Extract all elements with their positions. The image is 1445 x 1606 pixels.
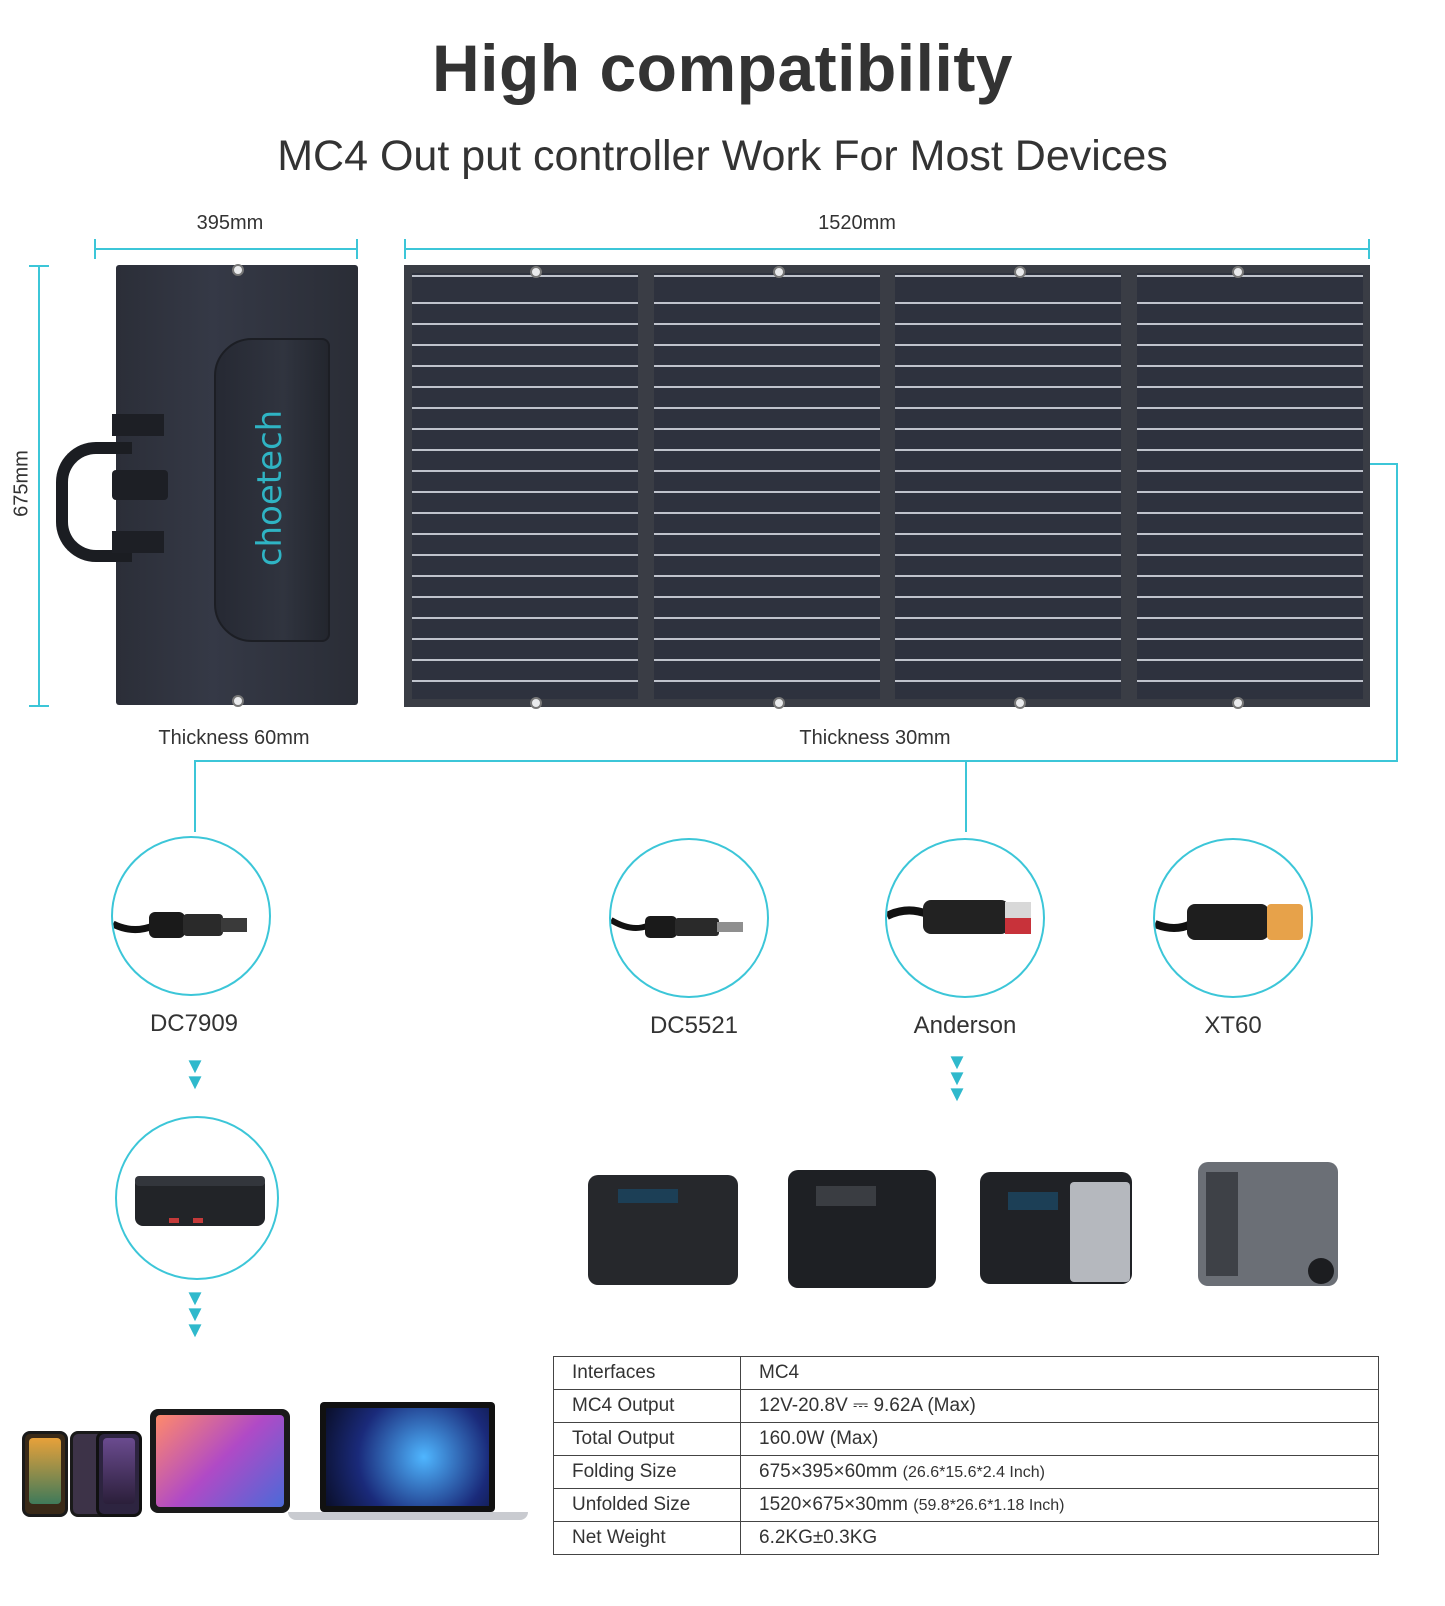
unfolded-width-label: 1520mm [818,212,896,234]
power-station-image [980,1172,1132,1284]
brand-logo: choetech [250,409,291,567]
dim-tick [356,239,358,259]
connector-line [194,760,196,832]
power-bank-image [115,1116,279,1280]
folded-thickness-label: Thickness 60mm [158,727,310,749]
laptop-image [320,1402,495,1512]
dim-tick [1368,239,1370,259]
folded-width-label: 395mm [196,212,264,234]
page-subtitle: MC4 Out put controller Work For Most Dev… [277,132,1168,180]
spec-value: MC4 [740,1356,1379,1390]
spec-value: 12V-20.8V ⎓ 9.62A (Max) [740,1389,1379,1423]
spec-key: MC4 Output [553,1389,741,1423]
dim-tick [94,239,96,259]
carry-handle [56,442,132,562]
phone-image [22,1431,68,1517]
controller-pouch [214,338,330,642]
anderson-connector-image [885,838,1045,998]
solar-cell-panel [654,273,880,699]
spec-key: Total Output [553,1422,741,1456]
unfolded-solar-panel [404,265,1370,707]
dc5521-label: DC5521 [649,1012,739,1039]
grommet [1014,697,1026,709]
dim-tick [404,239,406,259]
phone-image [96,1431,142,1517]
chevron-down-icon: ▼▼▼ [184,1285,206,1342]
xt60-connector-image [1153,838,1313,998]
table-row: Total Output 160.0W (Max) [553,1422,1379,1456]
grommet [773,697,785,709]
laptop-base [288,1512,528,1520]
chevron-down-icon: ▼▼▼ [946,1049,968,1106]
chevron-down-icon: ▼▼ [184,1053,206,1094]
connector-line [1396,463,1398,762]
table-row: MC4 Output 12V-20.8V ⎓ 9.62A (Max) [553,1389,1379,1423]
unfolded-width-line [404,248,1370,250]
grommet [1232,697,1244,709]
handle-strap [112,414,164,436]
tablet-image [150,1409,290,1513]
spec-key: Interfaces [553,1356,741,1390]
spec-key: Net Weight [553,1521,741,1555]
spec-key: Unfolded Size [553,1488,741,1522]
solar-cell-panel [1137,273,1363,699]
grommet [530,697,542,709]
grommet [773,266,785,278]
spec-key: Folding Size [553,1455,741,1489]
handle-strap [112,531,164,553]
folded-width-line [94,248,358,250]
unfolded-thickness-label: Thickness 30mm [799,727,951,749]
dc7909-label: DC7909 [149,1010,239,1037]
grommet [232,695,244,707]
height-label: 675mm [10,450,33,517]
handle-buckle [112,470,168,500]
xt60-label: XT60 [1204,1012,1262,1039]
dc5521-connector-image [609,838,769,998]
connector-line [965,760,967,832]
anderson-label: Anderson [913,1012,1017,1039]
spec-value: 6.2KG±0.3KG [740,1521,1379,1555]
height-line [38,265,40,707]
solar-cell-panel [895,273,1121,699]
table-row: Net Weight 6.2KG±0.3KG [553,1521,1379,1555]
dim-tick [29,705,49,707]
spec-value: 1520×675×30mm (59.8*26.6*1.18 Inch) [740,1488,1379,1522]
connector-line [1370,463,1398,465]
spec-value: 675×395×60mm (26.6*15.6*2.4 Inch) [740,1455,1379,1489]
power-station-image [1198,1162,1338,1286]
grommet [530,266,542,278]
spec-table: Interfaces MC4 MC4 Output 12V-20.8V ⎓ 9.… [553,1356,1379,1555]
dc7909-connector-image [111,836,271,996]
spec-value: 160.0W (Max) [740,1422,1379,1456]
table-row: Interfaces MC4 [553,1356,1379,1390]
connector-line [194,760,1398,762]
table-row: Folding Size 675×395×60mm (26.6*15.6*2.4… [553,1455,1379,1489]
grommet [1014,266,1026,278]
grommet [1232,266,1244,278]
table-row: Unfolded Size 1520×675×30mm (59.8*26.6*1… [553,1488,1379,1522]
grommet [232,264,244,276]
power-station-image [588,1175,738,1285]
power-station-image [788,1170,936,1288]
solar-cell-panel [412,273,638,699]
dim-tick [29,265,49,267]
page-title: High compatibility [431,31,1014,105]
